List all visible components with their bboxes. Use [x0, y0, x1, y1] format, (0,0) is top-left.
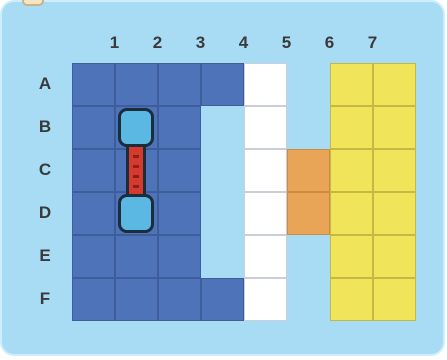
board-cell[interactable]	[158, 192, 201, 235]
board-cell[interactable]	[373, 63, 416, 106]
board-cell	[287, 63, 330, 106]
board-cell[interactable]	[373, 192, 416, 235]
board-cell[interactable]	[373, 149, 416, 192]
board-cell[interactable]	[330, 278, 373, 321]
board-cell[interactable]	[330, 192, 373, 235]
board-cell[interactable]	[287, 192, 330, 235]
board-cell[interactable]	[287, 149, 330, 192]
board-cell	[287, 106, 330, 149]
link-mark	[133, 175, 139, 178]
board-cell	[201, 106, 244, 149]
board-cell[interactable]	[244, 278, 287, 321]
column-label-1: 1	[93, 33, 136, 53]
board-cell	[201, 149, 244, 192]
board-cell[interactable]	[72, 149, 115, 192]
board-cell[interactable]	[330, 63, 373, 106]
board-cell[interactable]	[72, 235, 115, 278]
board-cell[interactable]	[244, 106, 287, 149]
board-cell[interactable]	[158, 235, 201, 278]
connector-link[interactable]	[126, 145, 146, 196]
board-cell[interactable]	[373, 106, 416, 149]
board-cell[interactable]	[158, 149, 201, 192]
link-mark	[133, 185, 139, 188]
board-cell	[201, 192, 244, 235]
connector-cap-top[interactable]	[118, 108, 154, 147]
link-mark	[133, 165, 139, 168]
board-cell[interactable]	[158, 106, 201, 149]
board-cell[interactable]	[72, 63, 115, 106]
corner-badge	[22, 0, 44, 6]
column-label-5: 5	[265, 33, 308, 53]
column-label-2: 2	[136, 33, 179, 53]
board-cell[interactable]	[201, 278, 244, 321]
board-cell[interactable]	[330, 149, 373, 192]
board-cell[interactable]	[72, 192, 115, 235]
row-label-D: D	[30, 203, 60, 223]
board-cell[interactable]	[373, 278, 416, 321]
board-cell[interactable]	[244, 149, 287, 192]
board-cell	[287, 235, 330, 278]
board-cell[interactable]	[244, 192, 287, 235]
board-cell[interactable]	[72, 106, 115, 149]
column-label-6: 6	[308, 33, 351, 53]
board-cell[interactable]	[244, 63, 287, 106]
board-cell[interactable]	[201, 63, 244, 106]
row-label-E: E	[30, 246, 60, 266]
board-cell[interactable]	[72, 278, 115, 321]
row-label-B: B	[30, 117, 60, 137]
column-label-7: 7	[351, 33, 394, 53]
board-cell[interactable]	[158, 63, 201, 106]
board-cell[interactable]	[373, 235, 416, 278]
column-label-3: 3	[179, 33, 222, 53]
link-mark	[133, 155, 139, 158]
board-cell[interactable]	[158, 278, 201, 321]
column-label-4: 4	[222, 33, 265, 53]
row-label-A: A	[30, 74, 60, 94]
row-label-F: F	[30, 289, 60, 309]
board-cell[interactable]	[244, 235, 287, 278]
board-cell	[287, 278, 330, 321]
board-cell	[201, 235, 244, 278]
board-cell[interactable]	[115, 63, 158, 106]
board-cell[interactable]	[330, 106, 373, 149]
board-cell[interactable]	[115, 235, 158, 278]
board-cell[interactable]	[330, 235, 373, 278]
row-label-C: C	[30, 160, 60, 180]
board-cell[interactable]	[115, 278, 158, 321]
connector-cap-bottom[interactable]	[118, 194, 154, 233]
